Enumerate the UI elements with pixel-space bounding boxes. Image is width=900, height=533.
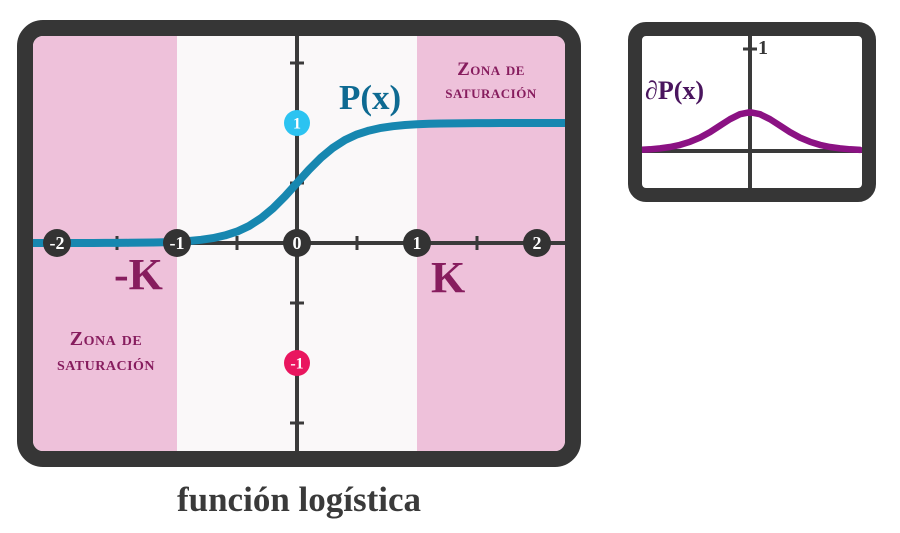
x-marker-2 <box>523 229 552 258</box>
x-marker-label: -2 <box>50 233 65 253</box>
saturation-label-line1: Zona de <box>69 328 143 350</box>
main-chart-panel: -2 -1 0 1 2 1 -1 <box>17 20 581 467</box>
y-marker--1 <box>284 350 311 377</box>
x-marker-label: 0 <box>293 233 302 253</box>
x-marker--1 <box>163 229 192 258</box>
derivative-chart-svg <box>642 36 862 188</box>
curve-label-px: P(x) <box>339 78 402 117</box>
derivative-curve <box>642 108 862 154</box>
saturation-label-line2: saturación <box>56 353 156 375</box>
k-annotation: K <box>431 253 466 302</box>
logistic-chart-svg: -2 -1 0 1 2 1 -1 <box>33 36 565 451</box>
y-marker-label: 1 <box>293 116 301 133</box>
saturation-label-line2: saturación <box>445 82 537 103</box>
x-marker-0 <box>283 229 312 258</box>
x-marker-label: -1 <box>170 233 185 253</box>
neg-k-annotation: -K <box>114 250 163 299</box>
logistic-curve <box>33 119 565 247</box>
y-marker-1 <box>284 110 311 137</box>
x-marker-label: 2 <box>533 233 542 253</box>
x-marker-1 <box>403 229 432 258</box>
derivative-y-tick-label: 1 <box>758 37 768 59</box>
figure-caption: función logística <box>176 480 422 519</box>
x-marker-label: 1 <box>413 233 422 253</box>
y-marker-label: -1 <box>290 356 303 373</box>
curve-label-dpx: ∂P(x) <box>645 76 705 105</box>
saturation-label-line1: Zona de <box>457 59 525 80</box>
saturation-zone-label-right: Zona de saturación <box>420 58 562 104</box>
derivative-chart-panel <box>628 22 876 202</box>
x-marker--2 <box>43 229 72 258</box>
saturation-zone-label-left: Zona de saturación <box>33 327 179 377</box>
